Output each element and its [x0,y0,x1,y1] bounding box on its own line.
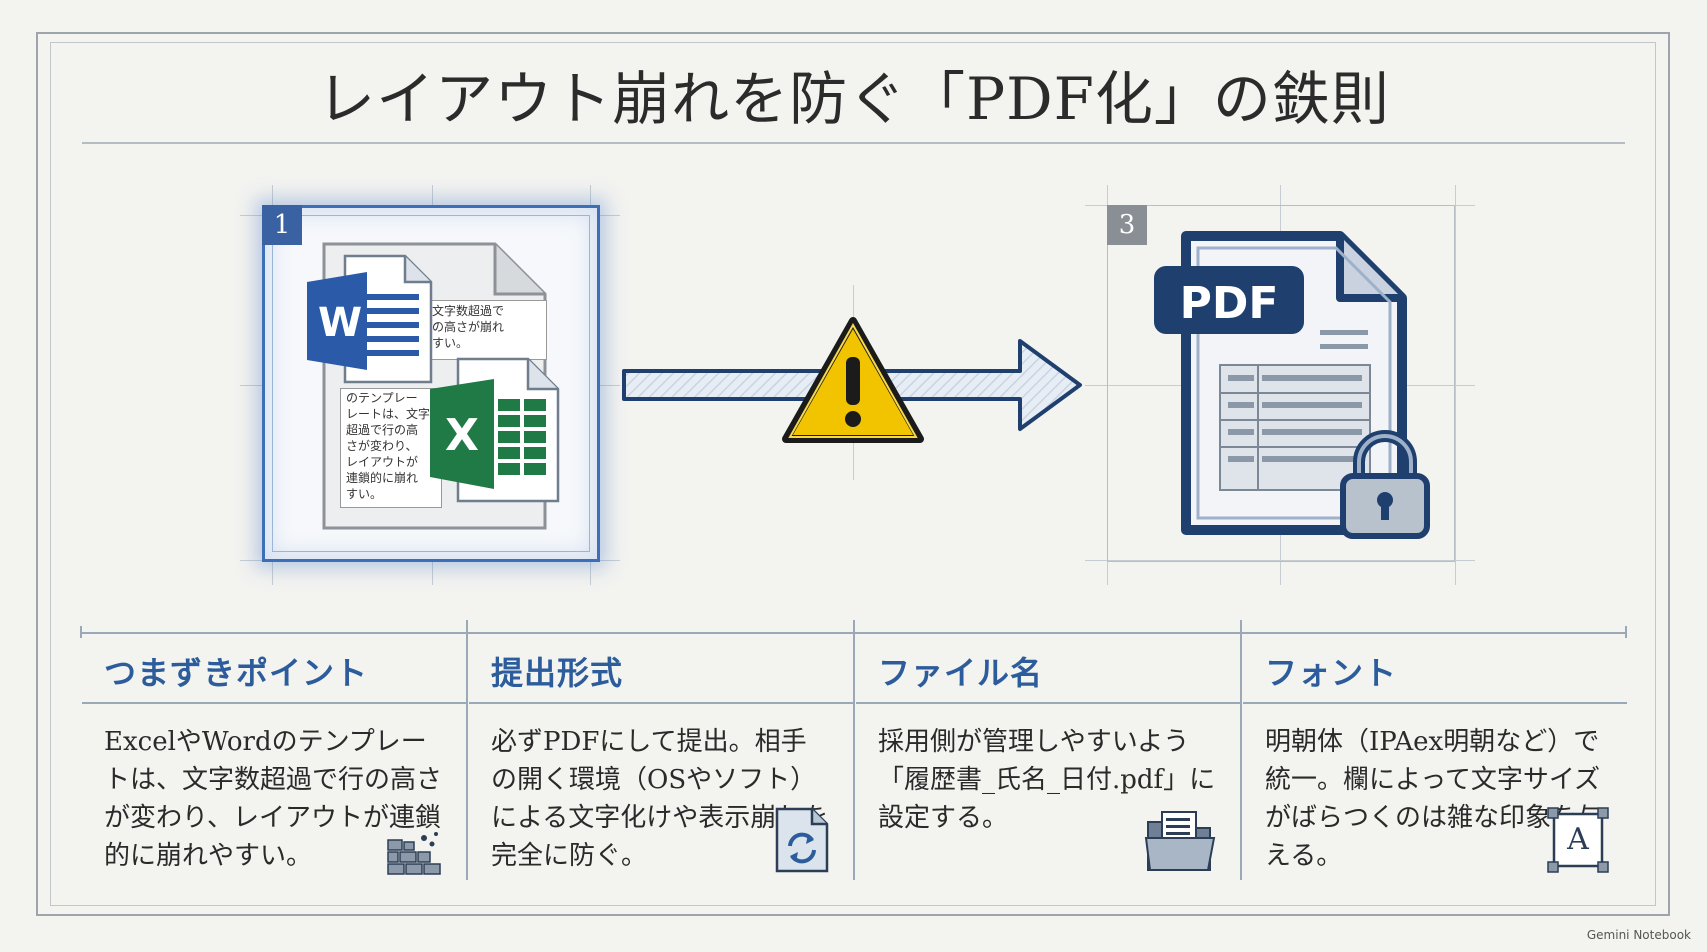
snippet-line: レートは、文字 [346,407,431,421]
inner-frame [50,42,1656,906]
snippet-line: のテンプレー [346,391,418,405]
word-letter: W [317,300,363,346]
step-3-panel [1107,205,1455,562]
snippet-line: さが変わり、 [346,439,418,453]
sync-document-icon [775,807,829,873]
warning-icon [782,317,924,443]
snippet-line: 文字数超過で [432,304,505,318]
page-title: レイアウト崩れを防ぐ「PDF化」の鉄則 [317,65,1390,133]
footer-brand: Gemini Notebook [1586,928,1691,942]
step-1-badge: 1 [262,205,302,245]
snippet-line: すい。 [432,336,469,350]
guide-line [1455,185,1456,585]
pdf-document-icon [1154,231,1407,535]
outer-frame [36,32,1670,916]
column-rule [469,702,853,704]
column-heading: フォント [1265,654,1398,692]
column-separator [466,620,468,880]
word-file-icon [307,254,433,384]
column-font: フォント 明朝体（IPAex明朝など）で統一。欄によって文字サイズがばらつくのは… [1243,628,1627,878]
column-file-name: ファイル名 採用側が管理しやすいよう「履歴書_氏名_日付.pdf」に設定する。 [856,628,1240,878]
column-body: 明朝体（IPAex明朝など）で統一。欄によって文字サイズがばらつくのは雑な印象を… [1265,727,1604,871]
pdf-label: PDF [1179,278,1279,329]
crumbling-wall-icon [387,832,441,875]
folder-document-icon [1144,811,1216,871]
column-heading: つまずきポイント [104,654,369,692]
column-rule [1243,702,1627,704]
rule-tick [80,626,82,638]
column-separator [853,620,855,880]
column-body: 必ずPDFにして提出。相手の開く環境（OSやソフト）による文字化けや表示崩れを完… [491,727,829,871]
column-rule [856,702,1240,704]
rule-tick [1625,626,1627,638]
snippet-line: の高さが崩れ [432,320,505,334]
snippet-line: すい。 [346,487,383,501]
column-stumbling-point: つまずきポイント ExcelやWordのテンプレートは、文字数超過で行の高さが変… [82,628,466,878]
lock-icon [1340,430,1430,539]
column-submission-format: 提出形式 必ずPDFにして提出。相手の開く環境（OSやソフト）による文字化けや表… [469,628,853,878]
title-divider [82,142,1625,144]
snippet-line: レイアウトが [346,455,419,469]
snippet-line: 連鎖的に崩れ [346,471,419,485]
column-body: 採用側が管理しやすいよう「履歴書_氏名_日付.pdf」に設定する。 [878,727,1216,833]
snippet-box-bottom [340,388,442,508]
column-rule [82,702,466,704]
column-heading: ファイル名 [878,654,1044,692]
column-heading: 提出形式 [491,654,624,692]
excel-file-icon [430,357,560,503]
excel-letter: X [445,410,479,461]
font-box-icon [1547,807,1609,873]
column-body: ExcelやWordのテンプレートは、文字数超過で行の高さが変わり、レイアウトが… [104,727,443,871]
font-box-letter: A [1567,822,1589,857]
step-3-badge: 3 [1107,205,1147,245]
snippet-line: 超過で行の高 [346,423,419,437]
step-1-panel-inner [272,215,590,552]
column-separator [1240,620,1242,880]
